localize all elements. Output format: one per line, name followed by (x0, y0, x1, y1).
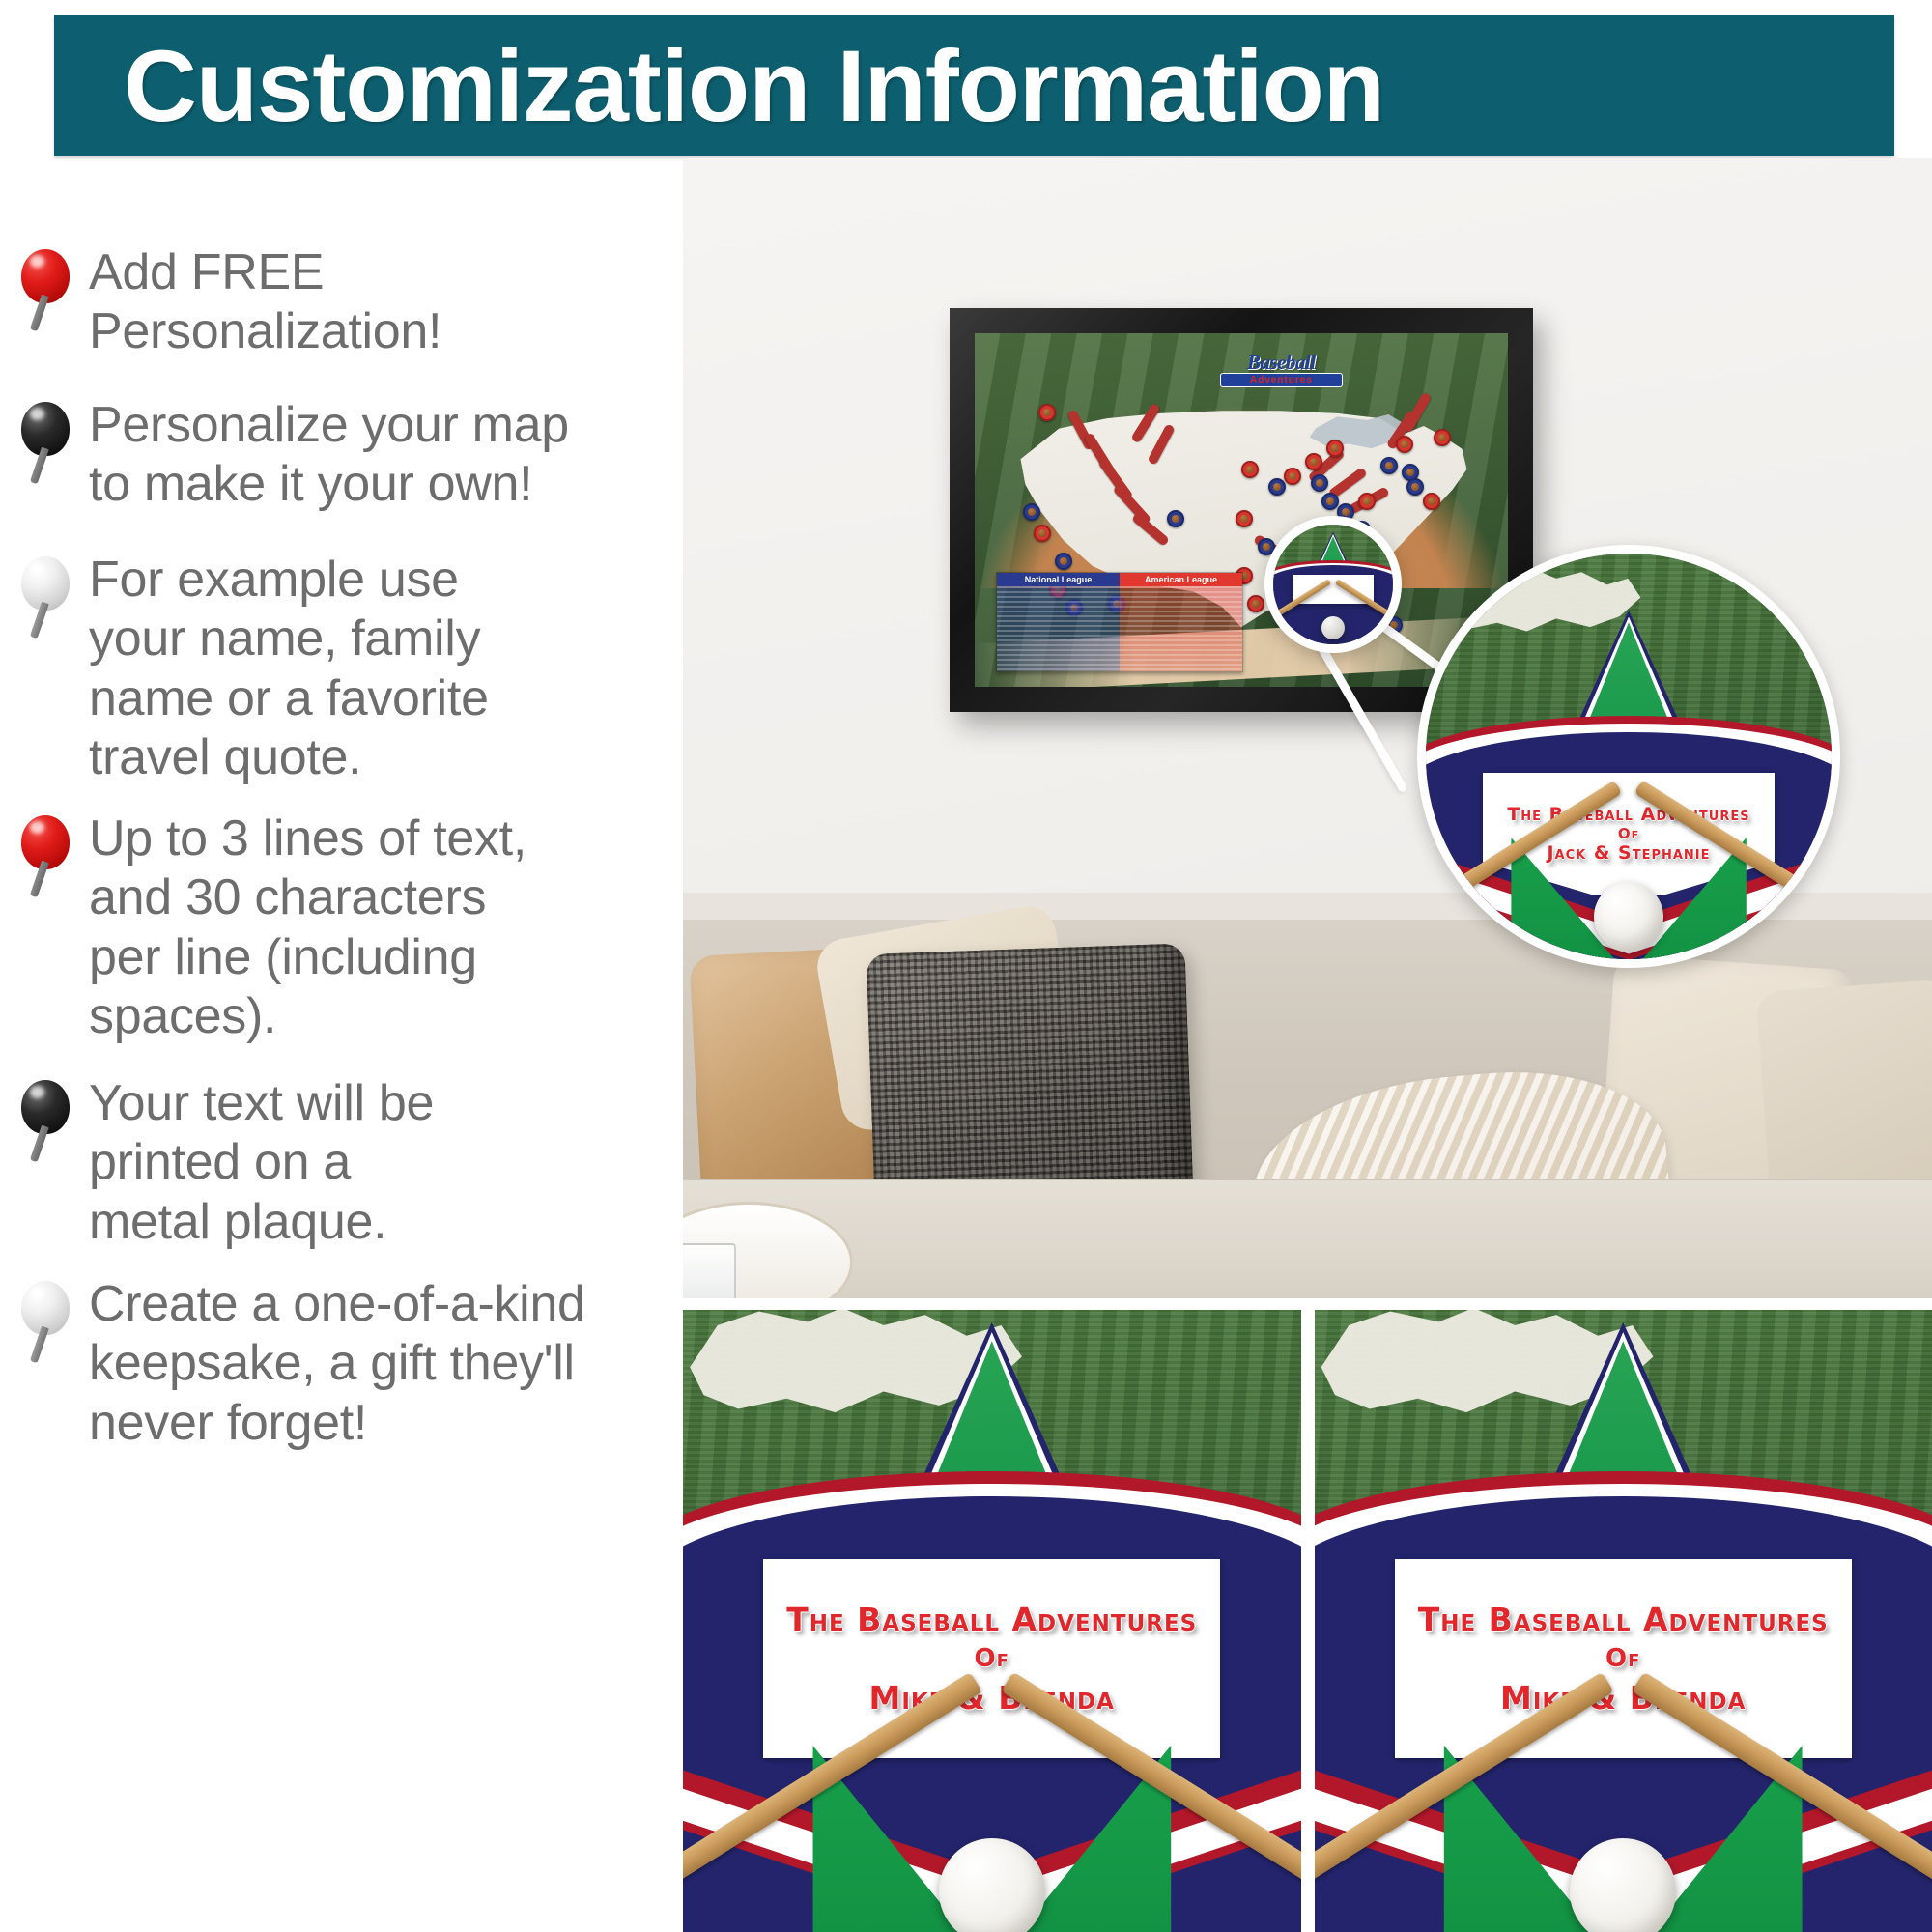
map-logo-secondary: Adventures (1219, 373, 1343, 388)
plaque-line-1: The Baseball Adventures (786, 1600, 1198, 1638)
map-logo-primary: Baseball (1247, 351, 1316, 375)
plaque-line-2: Of (974, 1643, 1009, 1673)
map-pin-icon (17, 249, 73, 332)
page-title: Customization Information (124, 29, 1385, 143)
baseball-icon (938, 1837, 1045, 1932)
personalized-plaque: The Baseball Adventures Of Mike & Brenda (1394, 1558, 1852, 1758)
national-league-header: National League (997, 572, 1121, 586)
baseball-icon (1594, 881, 1663, 952)
plaque-closeup-row: The Baseball Adventures Of Mike & Brenda (683, 1310, 1932, 1932)
map-pin-icon (17, 1281, 73, 1364)
plaque-closeup-left: The Baseball Adventures Of Mike & Brenda (683, 1310, 1301, 1932)
plaque-line-2: Of (1617, 824, 1640, 842)
drinking-glass (683, 1243, 736, 1298)
baseball-icon (1570, 1837, 1677, 1932)
list-item-label: Add FREE Personalization! (89, 244, 442, 360)
product-imagery-column: Baseball Adventures (683, 158, 1932, 1932)
benefits-list: Add FREE Personalization! Personalize yo… (0, 244, 676, 1891)
map-pin-icon (17, 1080, 73, 1163)
callout-circle-magnified: The Baseball Adventures Of Jack & Stepha… (1417, 545, 1840, 968)
plaque-closeup-right: The Baseball Adventures Of Mike & Brenda (1314, 1310, 1932, 1932)
plaque-line-1: The Baseball Adventures (1417, 1600, 1829, 1638)
american-league-column: American League (1120, 572, 1242, 672)
map-pin-icon (17, 815, 73, 898)
plaque-line-3: Mike & Brenda (1500, 1678, 1747, 1717)
plaque-line-3: Jack & Stephanie (1547, 841, 1711, 864)
map-logo: Baseball Adventures (1219, 351, 1343, 388)
personalized-plaque: The Baseball Adventures Of Mike & Brenda (763, 1558, 1221, 1758)
list-item-label: Personalize your map to make it your own… (89, 397, 569, 513)
plaque-line-2: Of (1605, 1643, 1641, 1673)
map-pin-icon (17, 556, 73, 639)
stadium-pin-cluster (975, 333, 1508, 687)
national-league-column: National League (997, 572, 1121, 672)
callout-circle-small (1264, 516, 1402, 653)
american-league-header: American League (1120, 572, 1242, 586)
room-scene: Baseball Adventures (683, 158, 1932, 1298)
header-banner: Customization Information (54, 15, 1894, 156)
sofa-photo (683, 893, 1932, 1298)
list-item-label: For example use your name, family name o… (89, 552, 489, 786)
plaque-line-1: The Baseball Adventures (1507, 803, 1750, 825)
map-artwork: Baseball Adventures (975, 333, 1508, 687)
list-item-label: Up to 3 lines of text, and 30 characters… (89, 810, 526, 1045)
map-pin-icon (17, 402, 73, 485)
list-item-label: Your text will be printed on a metal pla… (89, 1075, 435, 1250)
league-legend: National League American League (996, 571, 1243, 673)
list-item-label: Create a one-of-a-kind keepsake, a gift … (89, 1276, 585, 1451)
